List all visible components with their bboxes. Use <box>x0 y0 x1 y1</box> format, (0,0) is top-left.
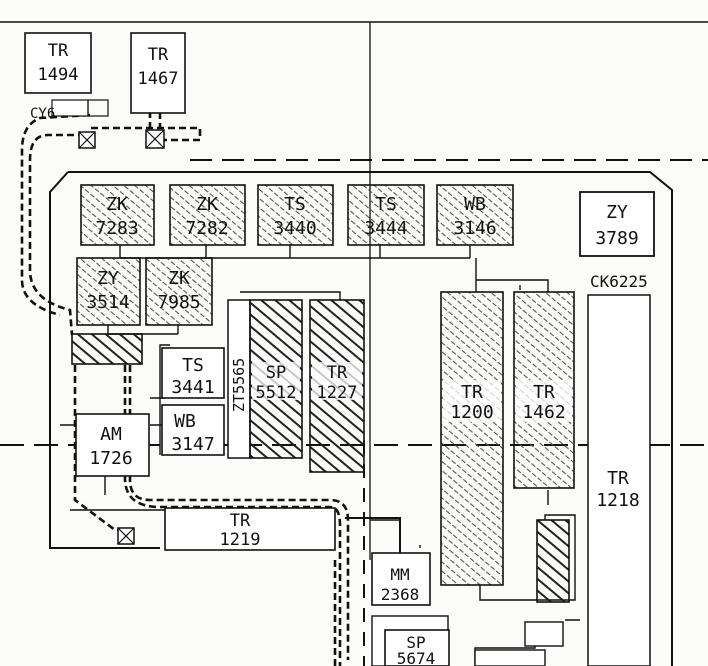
module-number: 1726 <box>89 448 132 469</box>
module-number: 3147 <box>171 434 214 455</box>
module-number: 3789 <box>595 228 638 249</box>
module-type: TR <box>607 468 629 489</box>
module-number: 3514 <box>86 292 129 313</box>
module-mm2368: MM 2368 <box>371 552 431 606</box>
zt5565-label: ZT5565 <box>230 358 248 412</box>
junction-box-1 <box>78 131 96 149</box>
module-tr1462: TR 1462 <box>513 291 575 489</box>
module-number: 1218 <box>596 490 639 511</box>
module-number: 5674 <box>397 649 436 666</box>
module-type: AM <box>100 424 122 445</box>
module-number: 5512 <box>256 383 297 403</box>
module-number: 7282 <box>185 218 228 239</box>
module-type: SP <box>406 633 425 652</box>
junction-box-3 <box>117 527 135 545</box>
module-wb3146: WB 3146 <box>436 184 514 246</box>
module-type: ZK <box>196 194 218 215</box>
module-type: ZY <box>606 202 628 223</box>
ck6225-label: CK6225 <box>590 272 648 291</box>
module-type: TR <box>148 45 169 65</box>
module-zy3789: ZY 3789 <box>579 191 655 257</box>
cy6-box <box>51 99 89 117</box>
module-type: TS <box>375 194 397 215</box>
module-number: 1462 <box>522 402 565 423</box>
module-zk7282: ZK 7282 <box>169 184 246 246</box>
module-number: 3146 <box>453 218 496 239</box>
module-tr1227: TR 1227 <box>309 299 365 473</box>
room-outline <box>49 171 673 666</box>
module-number: 1467 <box>138 69 179 89</box>
module-number: 1227 <box>317 383 358 403</box>
module-type: TR <box>230 511 251 531</box>
module-tr1200: TR 1200 <box>440 291 504 586</box>
module-zk7283: ZK 7283 <box>80 184 155 246</box>
module-type: TS <box>284 194 306 215</box>
module-tr1218: TR 1218 <box>596 468 639 511</box>
module-number: 3444 <box>364 218 407 239</box>
module-number: 1200 <box>450 402 493 423</box>
module-type: ZY <box>97 268 119 289</box>
module-sp5512: SP 5512 <box>249 299 303 459</box>
module-type: TR <box>533 382 555 403</box>
module-tr1467: TR 1467 <box>130 32 186 114</box>
module-type: ZK <box>168 268 190 289</box>
cy6-label: CY6 <box>30 106 55 122</box>
module-number: 1494 <box>38 65 79 85</box>
module-sp5674: SP 5674 <box>371 615 450 666</box>
module-tr1219: TR 1219 <box>164 507 336 551</box>
module-number: 3440 <box>273 218 316 239</box>
hatched-bar-left <box>71 333 143 365</box>
small-box-corner <box>474 649 546 666</box>
module-type: WB <box>174 411 196 432</box>
module-type: SP <box>266 363 286 383</box>
module-type: TR <box>461 382 483 403</box>
module-number: 7283 <box>95 218 138 239</box>
module-zy3514: ZY 3514 <box>76 257 141 326</box>
module-number: 7985 <box>157 292 200 313</box>
module-am1726: AM 1726 <box>75 413 150 477</box>
module-type: ZK <box>106 194 128 215</box>
module-type: TS <box>182 355 204 376</box>
module-number: 3441 <box>171 377 214 398</box>
junction-box-2 <box>145 129 165 149</box>
module-wb3147: WB 3147 <box>161 404 225 456</box>
hatched-bar-small <box>536 519 570 603</box>
module-type: MM <box>390 565 409 584</box>
small-box-bottom <box>524 621 564 647</box>
module-zk7985: ZK 7985 <box>145 257 213 326</box>
module-number: 2368 <box>381 585 420 604</box>
module-ts3440: TS 3440 <box>257 184 334 246</box>
module-ts3441: TS 3441 <box>161 347 225 399</box>
tr1218-column <box>587 294 651 666</box>
module-type: TR <box>48 41 69 61</box>
module-type: WB <box>464 194 486 215</box>
module-number: 1219 <box>220 530 261 550</box>
small-box-right <box>87 99 109 117</box>
module-tr1494: TR 1494 <box>24 32 92 94</box>
module-type: TR <box>327 363 348 383</box>
module-ts3444: TS 3444 <box>347 184 425 246</box>
